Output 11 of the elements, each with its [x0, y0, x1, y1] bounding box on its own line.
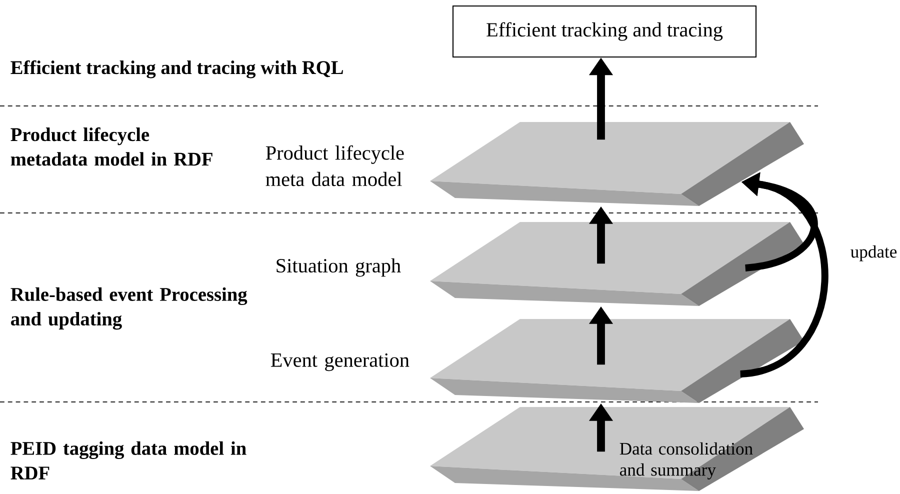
text-box: Efficient tracking and tracing	[452, 5, 757, 58]
layer-title: PEID tagging data model in RDF	[10, 441, 246, 480]
slab-label: Situation graph	[276, 258, 401, 277]
edge-label: update	[850, 245, 897, 262]
slab-label: Product lifecycle meta data model	[266, 145, 404, 186]
layer-title: Product lifecycle metadata model in RDF	[10, 127, 212, 166]
edge-label: Data consolidation and summary	[620, 442, 753, 480]
slab-label: Event generation	[270, 353, 410, 372]
layer-title: Rule-based event Processing and updating	[10, 287, 248, 330]
layer-title: Efficient tracking and tracing with RQL	[10, 60, 343, 78]
slab	[430, 407, 804, 491]
